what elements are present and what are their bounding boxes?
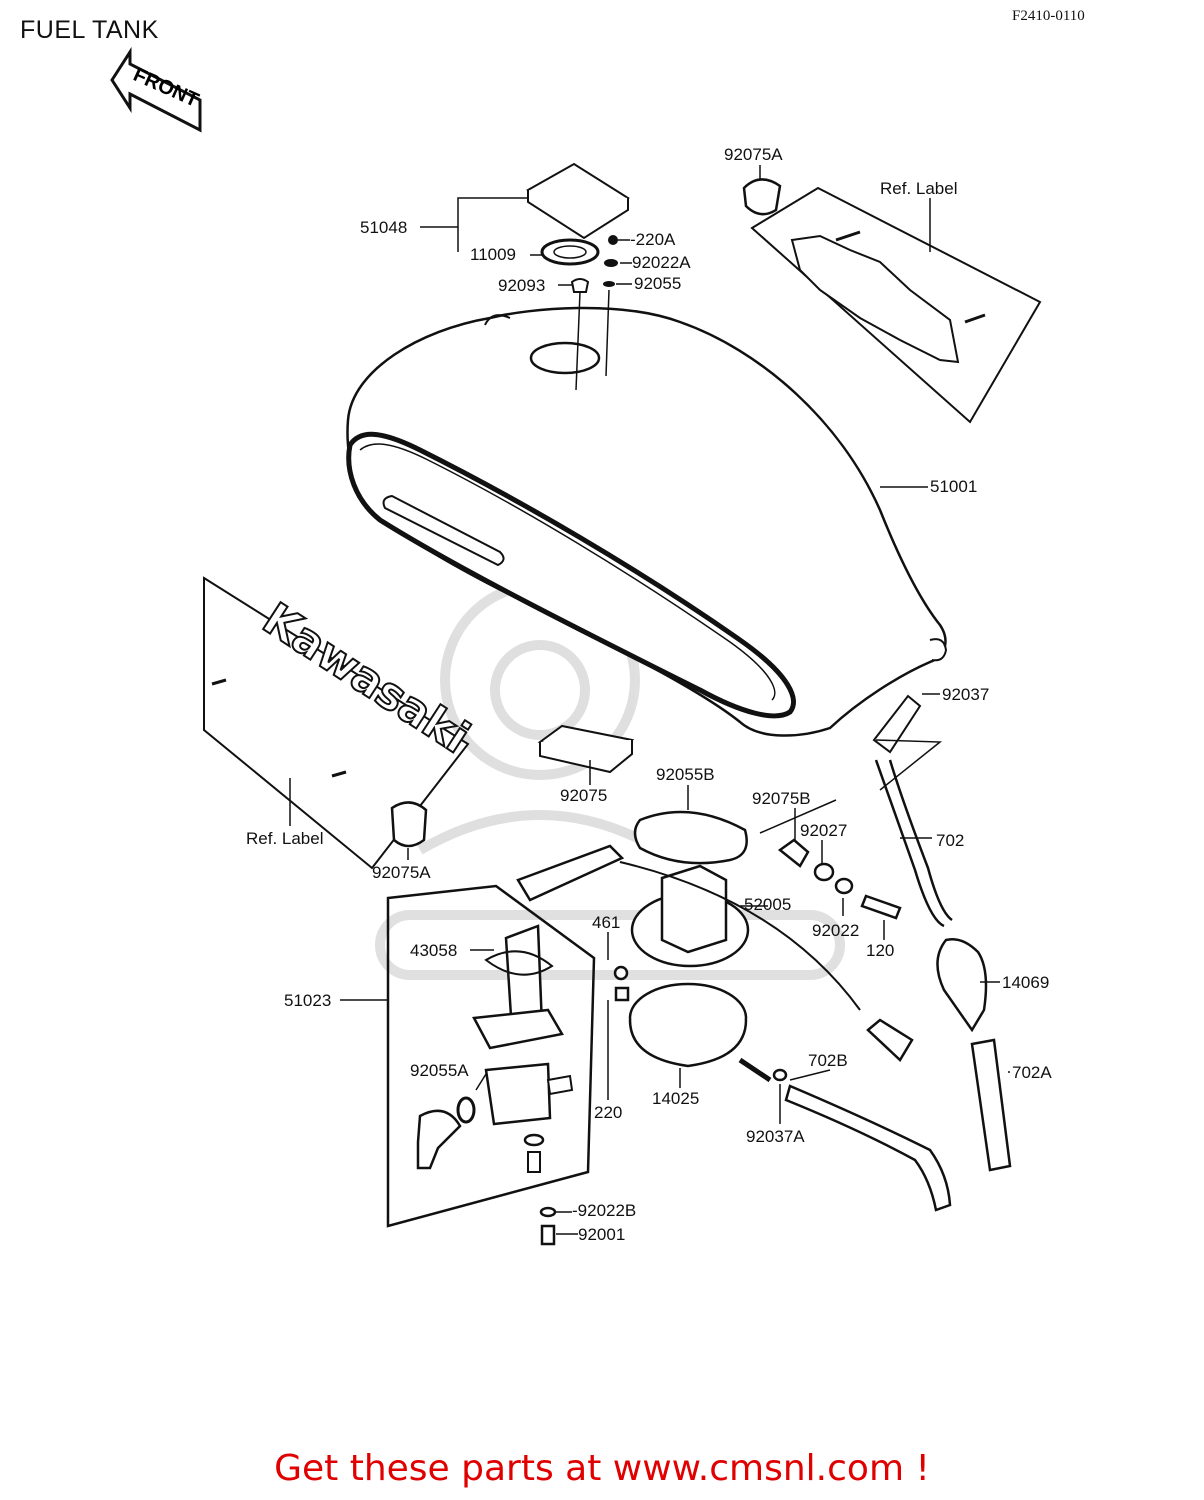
front-arrow-icon: FRONT — [110, 46, 202, 133]
label-92075: 92075 — [560, 786, 607, 805]
label-702: 702 — [936, 831, 964, 850]
label-14025: 14025 — [652, 1089, 699, 1108]
label-11009: 11009 — [470, 245, 516, 264]
damper-92075A-top — [742, 178, 782, 216]
label-ref-top: Ref. Label — [880, 179, 958, 198]
label-702B: 702B — [808, 1051, 848, 1070]
bracket-14025 — [628, 982, 772, 1083]
label-92022B: -92022B — [572, 1201, 636, 1220]
label-14069: 14069 — [1002, 973, 1049, 992]
label-220A: -220A — [630, 230, 676, 249]
label-120: 120 — [866, 941, 894, 960]
label-461: 461 — [592, 913, 620, 932]
label-92075B: 92075B — [752, 789, 811, 808]
small-hardware — [613, 838, 902, 1082]
fuel-cap — [526, 162, 630, 240]
damper-92075 — [537, 724, 635, 774]
hose-702B — [784, 1084, 952, 1212]
label-92022A: 92022A — [632, 253, 691, 272]
leader-lines — [289, 165, 1010, 1235]
ref-label-sheet-left: Kawasaki — [203, 576, 479, 870]
label-52005: 52005 — [744, 895, 791, 914]
label-702A: 702A — [1012, 1063, 1052, 1082]
diagram-code: F2410-0110 — [1012, 8, 1085, 24]
label-ref-left: Ref. Label — [246, 829, 324, 848]
label-92075A-bottom: 92075A — [372, 863, 431, 882]
fuel-pump-52005 — [516, 810, 750, 968]
bottom-bolts — [539, 1206, 557, 1246]
label-92075A-top: 92075A — [724, 145, 783, 164]
fuel-cock-assembly-51023 — [386, 884, 596, 1228]
label-51048: 51048 — [360, 218, 407, 237]
hose-702 — [874, 759, 953, 928]
hose-702A — [970, 1038, 1012, 1172]
label-51023: 51023 — [284, 991, 331, 1010]
label-92022: 92022 — [812, 921, 859, 940]
label-43058: 43058 — [410, 941, 457, 960]
label-92037: 92037 — [942, 685, 989, 704]
hose-92037 — [872, 694, 922, 754]
ref-label-sheet-top — [750, 186, 1042, 424]
damper-92075A-bottom — [390, 801, 428, 848]
label-92001: 92001 — [578, 1225, 625, 1244]
page-title: FUEL TANK — [20, 16, 159, 44]
label-92055A: 92055A — [410, 1061, 469, 1080]
label-92055: 92055 — [634, 274, 681, 293]
fuel-tank-body — [346, 306, 948, 737]
label-92055B: 92055B — [656, 765, 715, 784]
label-92027: 92027 — [800, 821, 847, 840]
label-92037A: 92037A — [746, 1127, 805, 1146]
label-220: 220 — [594, 1103, 622, 1122]
connector — [866, 1018, 914, 1062]
cap-small-parts — [570, 235, 618, 293]
label-92093: 92093 — [498, 276, 545, 295]
filter-14069 — [936, 938, 988, 1033]
cta-link-text[interactable]: Get these parts at www.cmsnl.com ! — [274, 1448, 930, 1489]
label-51001: 51001 — [930, 477, 977, 496]
